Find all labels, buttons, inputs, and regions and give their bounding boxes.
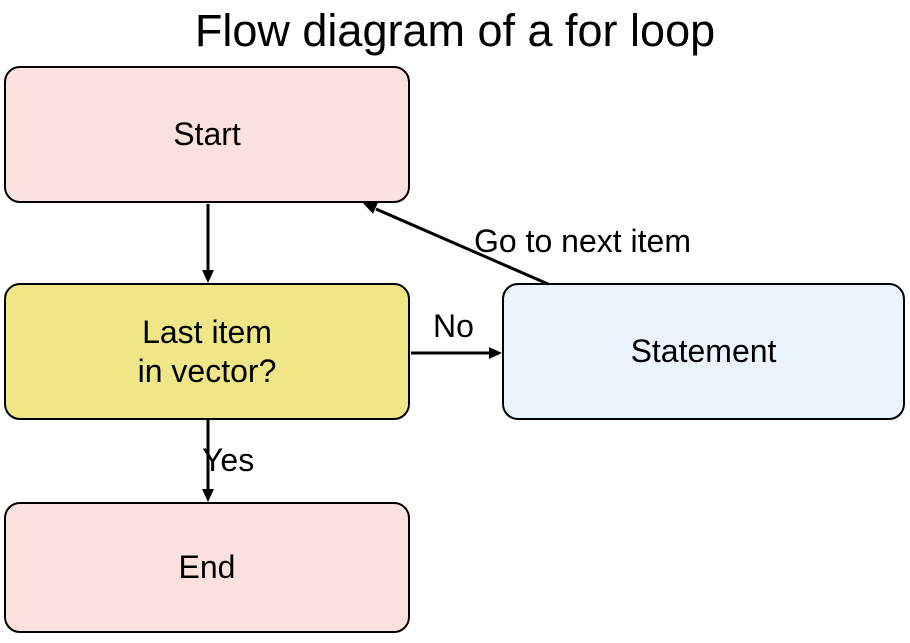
node-start-label: Start	[173, 116, 241, 153]
node-start: Start	[4, 66, 410, 203]
node-decision-label: Last item in vector?	[137, 314, 277, 389]
node-decision: Last item in vector?	[4, 283, 410, 420]
edge-label-yes: Yes	[202, 442, 255, 478]
node-end: End	[4, 502, 410, 633]
edge-label-no: No	[433, 308, 474, 344]
diagram-title: Flow diagram of a for loop	[194, 5, 716, 56]
node-end-label: End	[178, 549, 236, 586]
arrow-decision-to-statement	[411, 347, 502, 359]
node-statement-label: Statement	[630, 333, 777, 370]
node-statement: Statement	[502, 283, 905, 420]
arrow-start-to-decision	[202, 204, 214, 283]
edge-label-go-to-next-item: Go to next item	[474, 223, 691, 259]
